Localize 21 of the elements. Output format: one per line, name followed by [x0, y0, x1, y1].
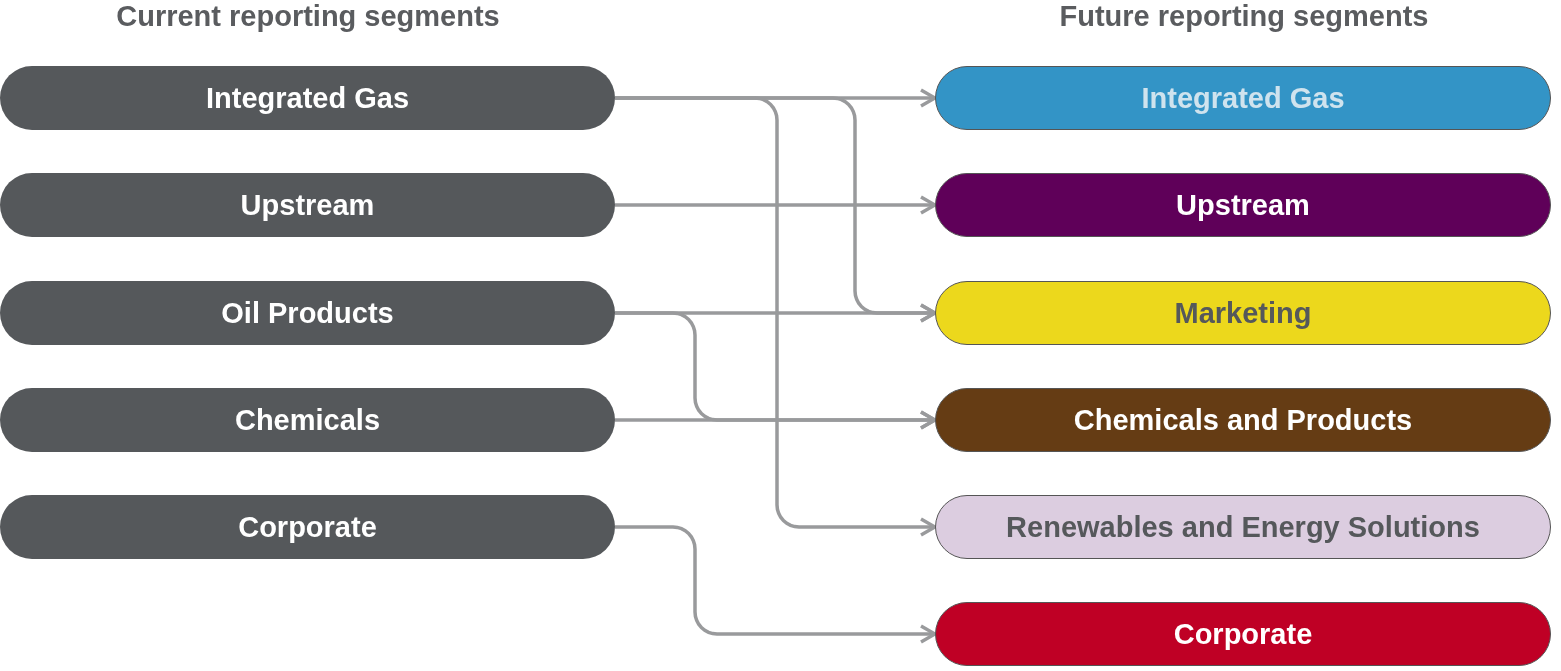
segment-label: Corporate — [238, 510, 377, 544]
connector-arrow — [615, 195, 937, 215]
segment-label: Chemicals — [234, 403, 381, 437]
segment-pill — [0, 281, 615, 345]
segment-label: Renewables and Energy Solutions — [1006, 510, 1480, 544]
segment-label: Corporate — [1173, 617, 1313, 651]
segment-pill — [0, 66, 615, 130]
segment-pill — [0, 495, 615, 559]
segment-label: Integrated Gas — [205, 81, 410, 115]
segment-pill — [0, 388, 615, 452]
segment-label: Upstream — [240, 188, 375, 222]
segment-pill — [0, 173, 615, 237]
connector-arrow — [615, 410, 937, 430]
connector-arrow — [615, 525, 937, 644]
segment-label: Chemicals and Products — [1073, 403, 1413, 437]
segment-label: Oil Products — [221, 296, 394, 330]
column-heading: Future reporting segments — [1059, 0, 1429, 33]
segment-label: Integrated Gas — [1141, 81, 1345, 115]
segment-label: Marketing — [1174, 296, 1312, 330]
column-heading: Current reporting segments — [116, 0, 500, 33]
segment-label: Upstream — [1176, 188, 1310, 222]
